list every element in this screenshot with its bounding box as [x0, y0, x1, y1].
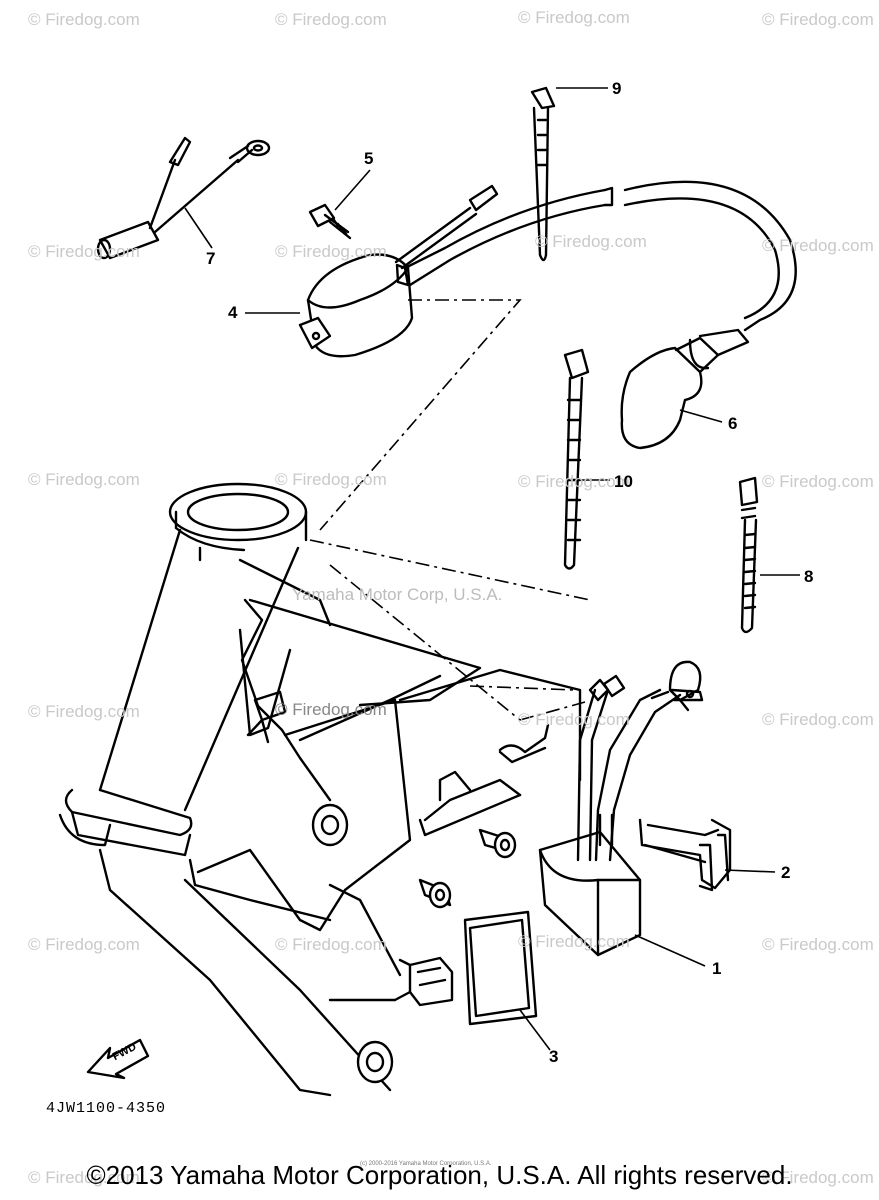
callout-5: 5 — [364, 149, 374, 168]
part-1-cdi-unit — [538, 660, 704, 957]
center-watermark: Yamaha Motor Corp, U.S.A. — [292, 585, 503, 604]
assembly-lines — [309, 299, 591, 721]
callout-8: 8 — [804, 567, 814, 586]
frame — [58, 482, 582, 1097]
diagram-part-code: 4JW1100-4350 — [46, 1100, 167, 1117]
callout-9: 9 — [612, 79, 622, 98]
part-5-bolt — [308, 203, 352, 240]
fwd-arrow — [86, 1038, 150, 1080]
callout-4: 4 — [228, 303, 238, 322]
part-4-ignition-coil — [298, 180, 797, 358]
part-3-pad — [463, 910, 538, 1026]
callout-2: 2 — [781, 863, 791, 882]
leader-lines — [184, 87, 800, 1051]
part-9-cable-tie — [530, 86, 556, 262]
callout-10: 10 — [614, 472, 633, 491]
part-7-wire-lead — [96, 136, 271, 260]
callout-7: 7 — [206, 249, 216, 268]
callout-6: 6 — [728, 414, 738, 433]
part-10-cable-tie — [563, 348, 590, 570]
callout-3: 3 — [549, 1047, 559, 1066]
part-2-band — [638, 818, 732, 892]
callout-1: 1 — [712, 959, 722, 978]
part-8-cable-tie — [738, 476, 759, 634]
tiny-copyright: (c) 2000-2016 Yamaha Motor Corporation, … — [360, 1161, 492, 1167]
copyright-notice: ©2013 Yamaha Motor Corporation, U.S.A. A… — [86, 1160, 793, 1190]
part-6-plug-cap — [620, 328, 750, 450]
